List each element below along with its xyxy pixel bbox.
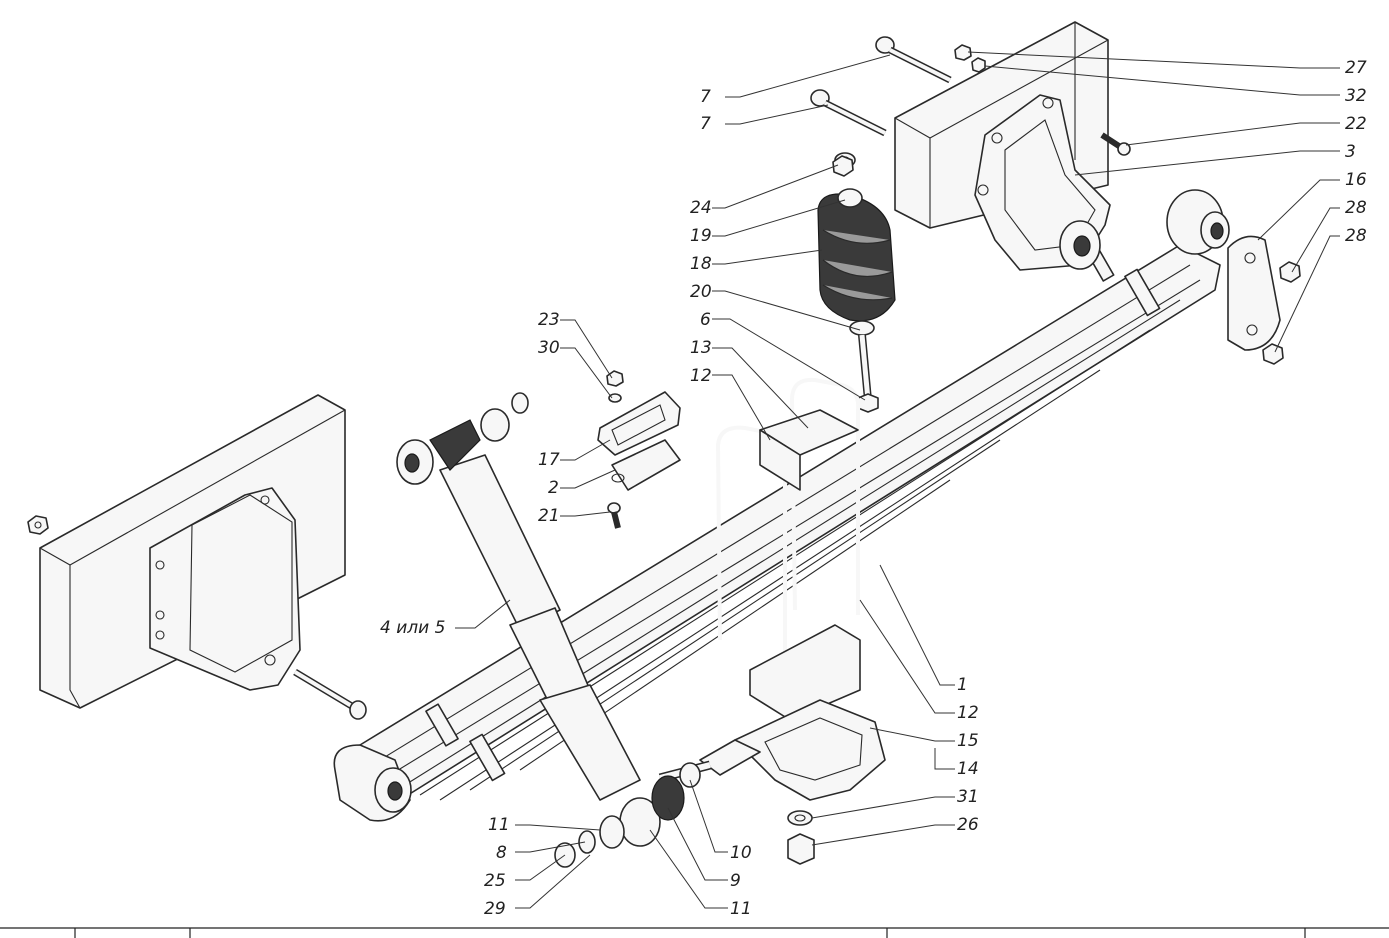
nuts-28 [1262,261,1301,365]
callout-27: 27 [1345,58,1367,78]
callout-23: 23 [538,310,560,330]
callout-6: 6 [700,310,711,330]
callout-18: 18 [690,254,712,274]
callout-9: 9 [730,871,741,891]
bracket-17 [597,391,681,456]
title-block-strip [0,927,1389,938]
bolt-21 [607,502,621,529]
callout-20: 20 [690,282,712,302]
callout-4-or-5: 4 или 5 [380,618,445,638]
callout-14: 14 [957,759,979,779]
callout-19: 19 [690,226,712,246]
callout-32: 32 [1345,86,1367,106]
callout-8: 8 [496,843,507,863]
callout-22: 22 [1345,114,1367,134]
callout-17: 17 [538,450,560,470]
callout-25: 25 [484,871,506,891]
u-bolt-rear [789,377,861,615]
front-bracket-bolt [293,668,367,720]
callout-7a: 7 [700,87,711,107]
callout-11a: 11 [488,815,510,835]
nut-24 [832,155,854,177]
callout-1: 1 [957,675,968,695]
callout-26: 26 [957,815,979,835]
nut-left [27,515,49,535]
callout-31: 31 [957,787,979,807]
callout-12b: 12 [957,703,979,723]
nuts-27-32 [954,44,986,73]
rear-spring-bracket [974,94,1111,271]
shock-absorber [396,392,701,868]
callout-7b: 7 [700,114,711,134]
callout-15: 15 [957,731,979,751]
rubber-bumper [817,152,896,413]
callout-2: 2 [548,478,559,498]
callout-13: 13 [690,338,712,358]
shackle-16 [1227,235,1281,351]
callout-11b: 11 [730,899,752,919]
bolt-7-upper [875,36,952,84]
bolt-7-lower [810,89,887,137]
plate-2 [611,439,681,491]
callout-21: 21 [538,506,560,526]
callout-16: 16 [1345,170,1367,190]
callout-28a: 28 [1345,198,1367,218]
callout-labels: 27 32 22 3 16 28 28 7 7 24 19 18 20 6 13… [380,58,1367,919]
leader-lines [455,51,1340,909]
callout-28b: 28 [1345,226,1367,246]
callout-3: 3 [1345,142,1356,162]
nuts-23-30 [606,370,624,403]
washer-31-nut-26 [787,810,815,865]
callout-30: 30 [538,338,560,358]
front-spring-bracket [149,487,301,691]
callout-12a: 12 [690,366,712,386]
callout-29: 29 [484,899,506,919]
bolt-22 [1100,132,1131,156]
spring-pad-13 [759,409,859,491]
callout-10: 10 [730,843,752,863]
callout-24: 24 [690,198,712,218]
